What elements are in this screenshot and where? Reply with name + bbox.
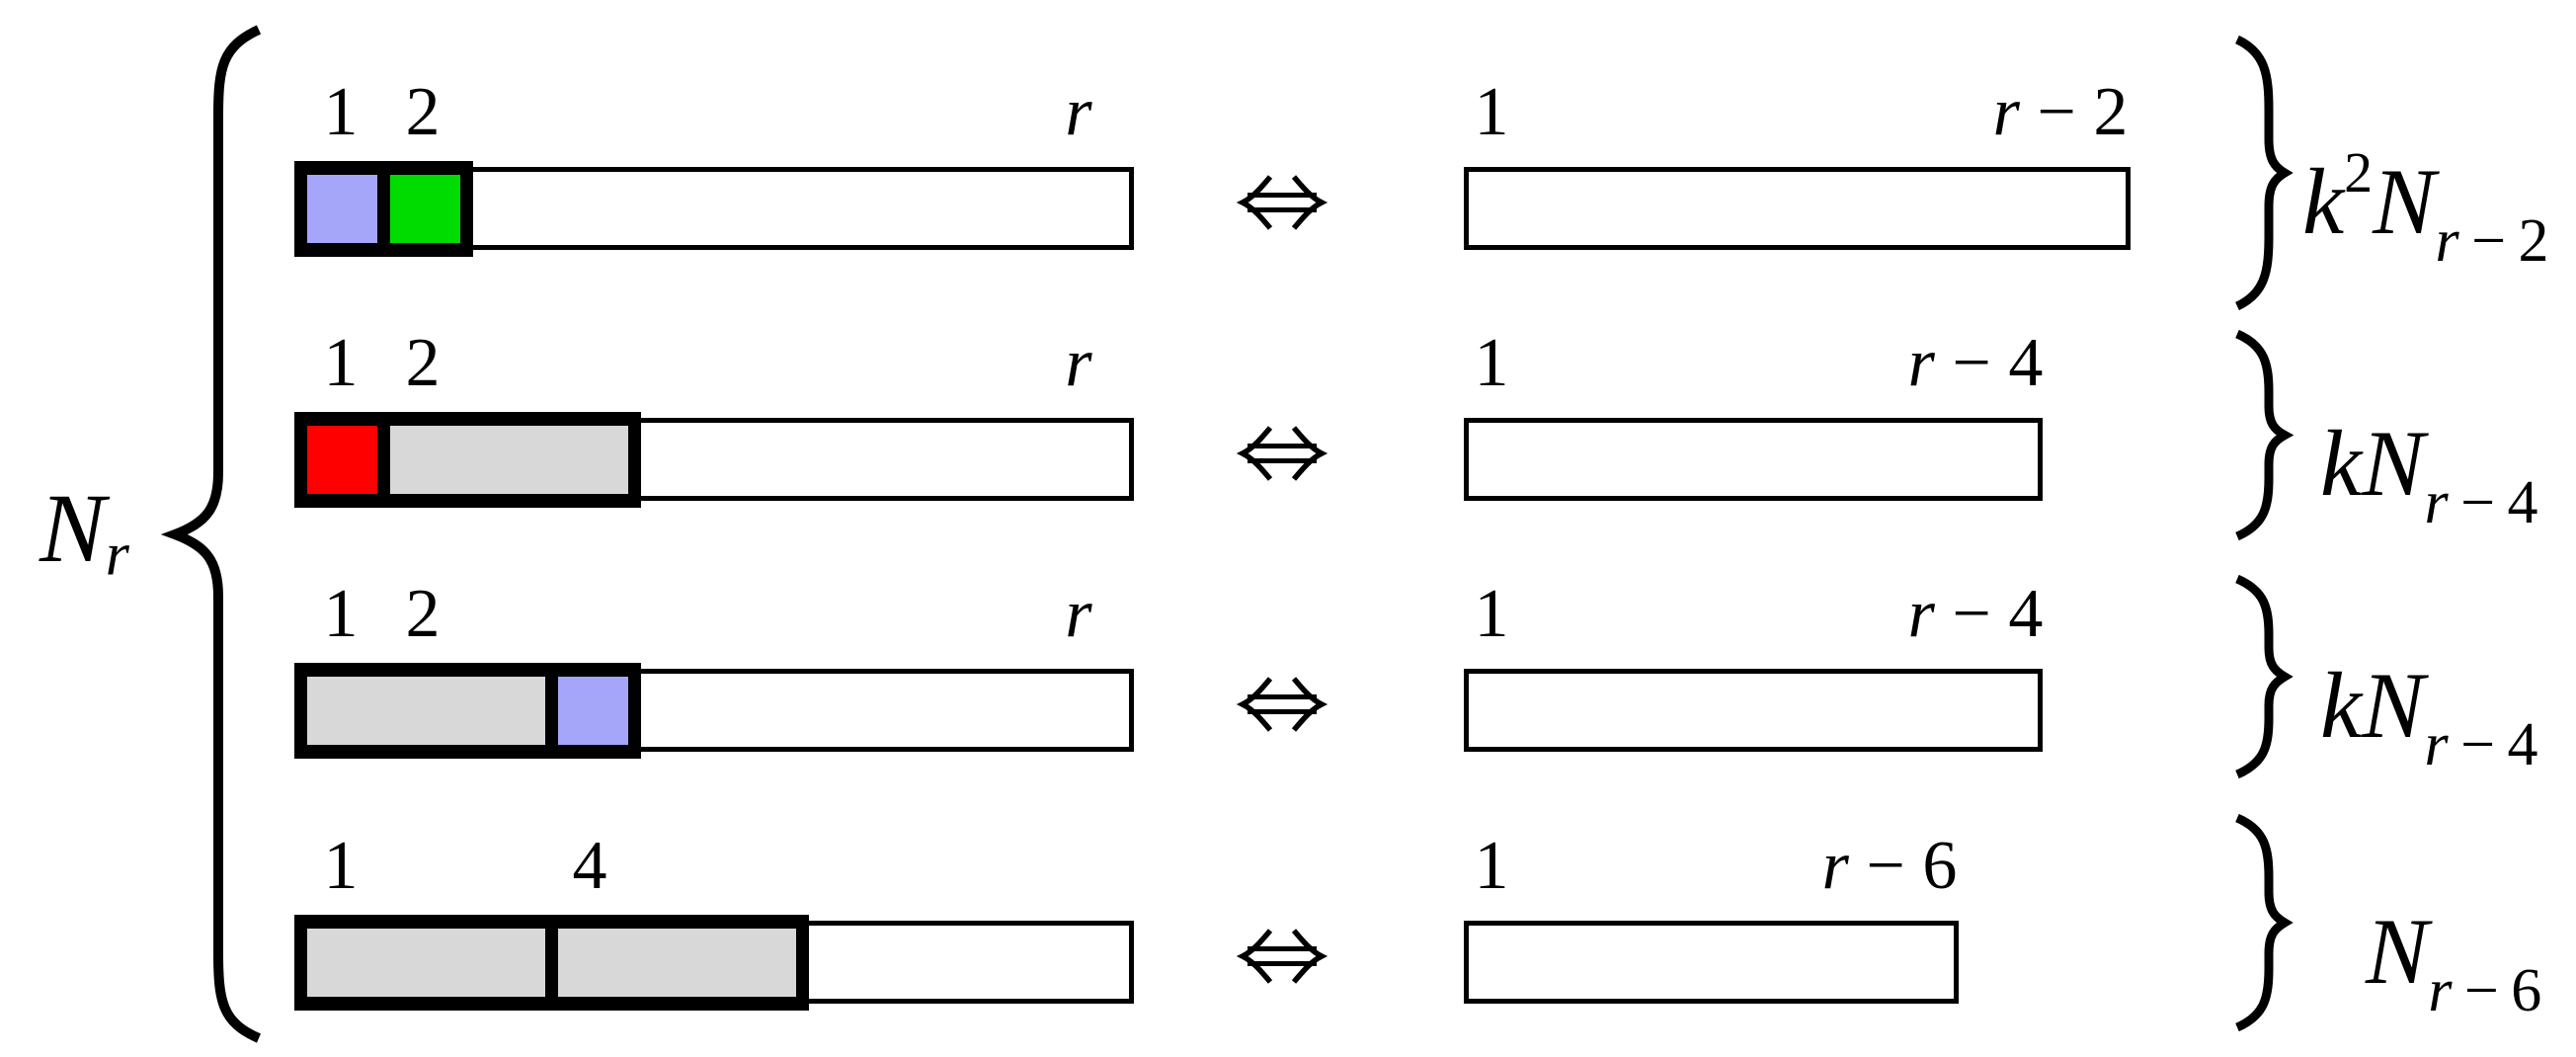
right-tick-label-start: 1 xyxy=(1474,325,1509,401)
result-label: k2Nr − 2 xyxy=(2302,104,2548,310)
row-brace-icon xyxy=(2235,574,2294,779)
block-gray xyxy=(307,929,545,997)
iff-arrow-icon xyxy=(1236,426,1328,481)
block-gray xyxy=(390,426,628,494)
block-gray xyxy=(307,677,545,745)
big-left-brace-icon xyxy=(160,25,262,1043)
result-subscript: r − 2 xyxy=(2436,207,2549,275)
boundary-box xyxy=(294,161,473,257)
cell-blue xyxy=(307,175,377,243)
boundary-box xyxy=(294,412,641,508)
right-bar xyxy=(1464,669,2043,752)
subscript-offset: − 2 xyxy=(2458,207,2549,275)
iff-arrow-icon xyxy=(1236,175,1328,230)
result-subscript: r − 4 xyxy=(2425,469,2538,536)
subscript-var: r xyxy=(2435,207,2459,275)
row-brace-icon xyxy=(2235,813,2294,1032)
cell-blue xyxy=(558,677,628,745)
right-tick-label-end: r − 6 xyxy=(1822,832,1958,901)
tick-label-pos1: 1 xyxy=(323,74,359,150)
script-n-symbol: N xyxy=(40,473,106,583)
boundary-box xyxy=(294,915,809,1011)
right-tick-label-end: r − 2 xyxy=(1993,78,2129,147)
end-label-var: r xyxy=(1907,325,1935,401)
iff-arrow-icon xyxy=(1236,677,1328,732)
end-label-offset: − 4 xyxy=(1934,576,2044,652)
result-label: kNr − 4 xyxy=(2320,366,2537,572)
tick-label-pos2: 2 xyxy=(405,576,441,652)
right-tick-label-start: 1 xyxy=(1474,828,1509,904)
cell-green xyxy=(390,175,460,243)
boundary-box xyxy=(294,663,641,759)
script-n-symbol: N xyxy=(2366,899,2429,1004)
tick-label-pos2: 2 xyxy=(405,74,441,150)
script-n-symbol: N xyxy=(2362,411,2425,516)
coefficient: k xyxy=(2320,411,2363,516)
tick-label-r: r xyxy=(1065,576,1092,652)
tick-label-pos1: 1 xyxy=(323,325,359,401)
right-bar xyxy=(1464,167,2131,250)
subscript-var: r xyxy=(2424,711,2449,778)
subscript-offset: − 4 xyxy=(2448,711,2538,778)
script-n-symbol: N xyxy=(2362,653,2425,758)
figure-lhs-label: Nr xyxy=(40,464,129,619)
right-tick-label-start: 1 xyxy=(1474,74,1509,150)
row-brace-icon xyxy=(2235,329,2294,541)
subscript-var: r xyxy=(2428,957,2453,1024)
result-label: kNr − 4 xyxy=(2320,608,2537,814)
end-label-offset: − 6 xyxy=(1848,828,1958,904)
tick-label-pos4: 4 xyxy=(572,828,607,904)
script-n-subscript: r xyxy=(105,521,129,589)
right-tick-label-end: r − 4 xyxy=(1908,580,2044,649)
end-label-offset: − 4 xyxy=(1934,325,2044,401)
tick-label-pos1: 1 xyxy=(323,828,359,904)
subscript-var: r xyxy=(2424,469,2449,536)
subscript-offset: − 6 xyxy=(2452,957,2542,1024)
tick-label-pos2: 2 xyxy=(405,325,441,401)
end-label-var: r xyxy=(1907,576,1935,652)
result-subscript: r − 6 xyxy=(2428,957,2541,1024)
coefficient: k xyxy=(2320,653,2363,758)
row-brace-icon xyxy=(2234,35,2294,311)
tick-label-r: r xyxy=(1065,74,1092,150)
end-label-var: r xyxy=(1821,828,1849,904)
script-n-symbol: N xyxy=(2373,149,2436,254)
tick-label-r: r xyxy=(1065,325,1092,401)
cell-red xyxy=(307,426,377,494)
iff-arrow-icon xyxy=(1236,929,1328,984)
tick-label-pos1: 1 xyxy=(323,576,359,652)
end-label-var: r xyxy=(1992,74,2020,150)
block-gray xyxy=(558,929,796,997)
coefficient: k xyxy=(2302,149,2345,254)
result-label: Nr − 6 xyxy=(2366,854,2541,1057)
exponent: 2 xyxy=(2344,140,2374,204)
right-bar xyxy=(1464,418,2043,501)
result-subscript: r − 4 xyxy=(2425,711,2538,778)
end-label-offset: − 2 xyxy=(2019,74,2129,150)
right-tick-label-end: r − 4 xyxy=(1908,329,2044,398)
right-bar xyxy=(1464,921,1959,1004)
right-tick-label-start: 1 xyxy=(1474,576,1509,652)
subscript-offset: − 4 xyxy=(2448,469,2538,536)
